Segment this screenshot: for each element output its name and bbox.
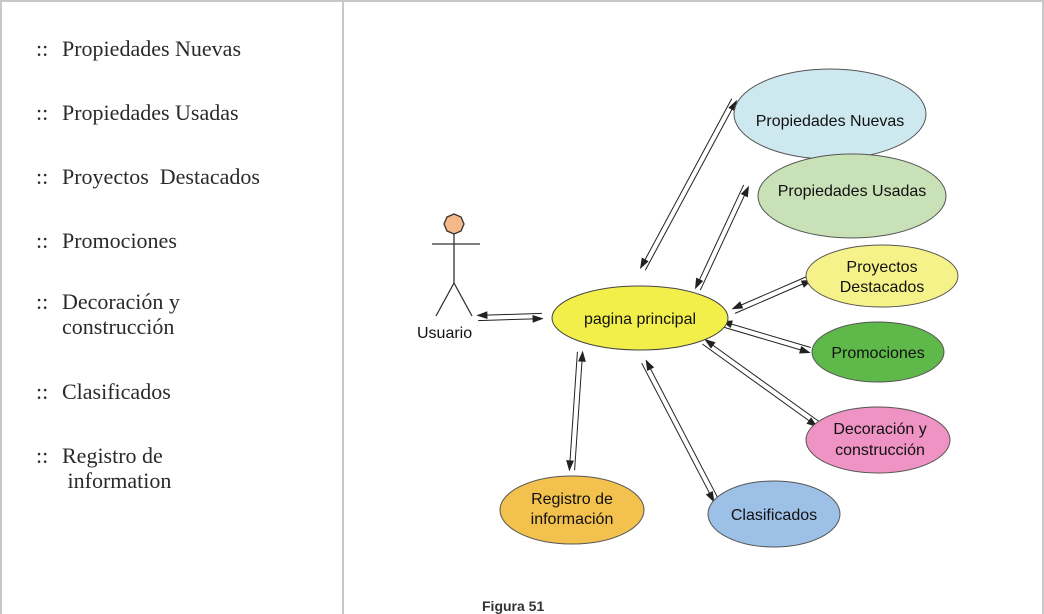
arrow-head [705, 490, 715, 503]
node-propiedades-nuevas[interactable]: Propiedades Nuevas [733, 68, 927, 160]
arrow-line [644, 100, 737, 271]
actor-leg-left [435, 282, 455, 317]
menu-item-label: Promociones [62, 228, 177, 253]
arrow-head [704, 339, 716, 349]
arrow-line [702, 343, 817, 427]
frame-left-border [0, 0, 2, 614]
menu-item-decoracion-construccion[interactable]: :: Decoración y construcción [36, 289, 180, 339]
arrow-head [799, 346, 811, 354]
menu-bullet: :: [36, 289, 49, 314]
menu-item-propiedades-usadas[interactable]: :: Propiedades Usadas [36, 100, 239, 125]
arrow-head [532, 314, 544, 323]
node-registro-informacion[interactable]: Registro de información [499, 475, 645, 545]
arrow-line [641, 362, 715, 502]
node-label-line-2: construcción [835, 442, 925, 459]
arrow-line [478, 318, 543, 322]
menu-item-promociones[interactable]: :: Promociones [36, 228, 177, 253]
node-label: Clasificados [731, 507, 817, 524]
menu-item-label: Registro de information [62, 443, 172, 493]
node-label: Propiedades Usadas [778, 183, 927, 200]
node-label-line-1: Proyectos [846, 259, 917, 276]
node-proyectos-destacados[interactable]: Proyectos Destacados [805, 244, 959, 308]
node-ellipse [499, 475, 645, 545]
menu-item-label: Decoración y construcción [62, 289, 180, 339]
arrow-line [574, 352, 584, 471]
arrow-line [705, 339, 820, 423]
node-ellipse [805, 406, 951, 474]
node-promociones[interactable]: Promociones [811, 321, 945, 383]
menu-bullet: :: [36, 100, 49, 125]
arrow-head [645, 359, 655, 372]
node-ellipse [811, 321, 945, 383]
menu-bullet: :: [36, 36, 49, 61]
node-ellipse [805, 244, 959, 308]
node-label: Promociones [831, 345, 924, 362]
actor-leg-right [453, 282, 473, 317]
frame-divider [342, 0, 344, 614]
menu-item-proyectos-destacados[interactable]: :: Proyectos Destacados [36, 164, 260, 189]
arrow-line [695, 184, 745, 289]
frame-right-border [1042, 0, 1044, 614]
frame-top-border [0, 0, 1044, 2]
central-label: pagina principal [584, 311, 696, 328]
menu-item-label: Propiedades Usadas [62, 100, 239, 125]
menu-item-label: Clasificados [62, 379, 171, 404]
node-clasificados[interactable]: Clasificados [707, 480, 841, 548]
arrow-line [699, 186, 749, 291]
actor-label: Usuario [417, 325, 472, 342]
arrow-line [477, 312, 542, 316]
figure-caption: Figura 51 [482, 598, 545, 614]
node-decoracion-construccion[interactable]: Decoración y construcción [805, 406, 951, 474]
arrow-head [731, 301, 744, 310]
arrow-head [640, 257, 649, 270]
node-ellipse [757, 153, 947, 239]
menu-item-clasificados[interactable]: :: Clasificados [36, 379, 171, 404]
arrow-head [566, 460, 574, 472]
arrow-line [721, 326, 810, 353]
actor-figure [432, 213, 480, 317]
arrow-head [740, 185, 749, 198]
node-label-line-2: información [531, 511, 614, 528]
arrow-line [722, 321, 811, 348]
arrow-line [732, 275, 810, 310]
arrow-line [734, 279, 812, 314]
use-case-diagram: Usuario pagina principal Propiedades Nue… [417, 68, 959, 548]
menu-bullet: :: [36, 379, 49, 404]
arrow-head [578, 350, 586, 362]
menu-bullet: :: [36, 164, 49, 189]
arrow-line [568, 351, 578, 470]
arrow-head [695, 277, 704, 290]
arrow-line [645, 360, 719, 500]
association-arrows [476, 98, 820, 503]
node-label-line-1: Registro de [531, 491, 613, 508]
menu-item-label: Propiedades Nuevas [62, 36, 242, 61]
arrow-head [476, 311, 488, 320]
central-ellipse [551, 285, 729, 351]
menu-item-label: Proyectos Destacados [62, 164, 260, 189]
node-label-line-1: Decoración y [833, 421, 926, 438]
central-node[interactable]: pagina principal [551, 285, 729, 351]
menu-item-propiedades-nuevas[interactable]: :: Propiedades Nuevas [36, 36, 241, 61]
node-label-line-2: Destacados [840, 279, 925, 296]
menu-item-registro-informacion[interactable]: :: Registro de information [36, 443, 171, 493]
node-ellipse [707, 480, 841, 548]
arrow-line [640, 98, 733, 269]
actor-head-icon [443, 213, 465, 235]
node-propiedades-usadas[interactable]: Propiedades Usadas [757, 153, 947, 239]
menu-bullet: :: [36, 443, 49, 468]
node-label: Propiedades Nuevas [756, 113, 905, 130]
menu-bullet: :: [36, 228, 49, 253]
